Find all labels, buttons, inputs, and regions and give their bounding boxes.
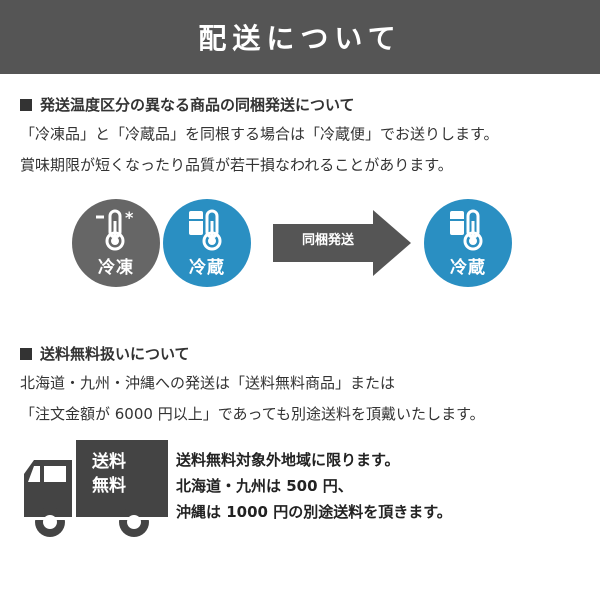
- section1-line2: 賞味期限が短くなったり品質が若干損なわれることがあります。: [20, 156, 453, 174]
- svg-text:*: *: [125, 209, 134, 227]
- section-title-text: 送料無料扱いについて: [40, 345, 190, 363]
- section1-line1: 「冷凍品」と「冷蔵品」を同根する場合は「冷蔵便」でお送りします。: [20, 125, 499, 143]
- section2-line2: 「注文金額が 6000 円以上」であっても別途送料を頂戴いたします。: [20, 405, 485, 423]
- square-bullet-icon: [20, 98, 32, 111]
- chilled-badge: 冷蔵: [163, 199, 251, 287]
- fridge-thermometer-icon: [189, 209, 222, 250]
- fridge-thermometer-icon: [450, 209, 483, 250]
- section-title-free-shipping: 送料無料扱いについて: [20, 343, 190, 364]
- note-line2: 北海道・九州は 500 円、: [176, 477, 353, 495]
- truck-label-1: 送料: [92, 452, 126, 472]
- page-header: 配送について: [0, 0, 600, 74]
- frozen-thermometer-icon: *: [96, 209, 134, 250]
- frozen-label: 冷凍: [98, 257, 134, 278]
- truck-icon: [20, 440, 170, 537]
- note-line1: 送料無料対象外地域に限ります。: [176, 451, 400, 469]
- frozen-badge: * 冷凍: [72, 199, 160, 287]
- note-line3: 沖縄は 1000 円の別途送料を頂きます。: [176, 503, 452, 521]
- section2-line1: 北海道・九州・沖縄への発送は「送料無料商品」または: [20, 374, 396, 392]
- chilled-label: 冷蔵: [189, 257, 225, 278]
- square-bullet-icon: [20, 347, 32, 360]
- page-title: 配送について: [198, 22, 402, 55]
- arrow-label: 同梱発送: [301, 233, 354, 248]
- section-title-shipping-temp: 発送温度区分の異なる商品の同梱発送について: [20, 94, 355, 115]
- section-title-text: 発送温度区分の異なる商品の同梱発送について: [40, 96, 355, 114]
- result-chilled-label: 冷蔵: [450, 257, 486, 278]
- truck-label-2: 無料: [92, 476, 126, 496]
- arrow-right-icon: [273, 210, 411, 276]
- result-chilled-badge: 冷蔵: [424, 199, 512, 287]
